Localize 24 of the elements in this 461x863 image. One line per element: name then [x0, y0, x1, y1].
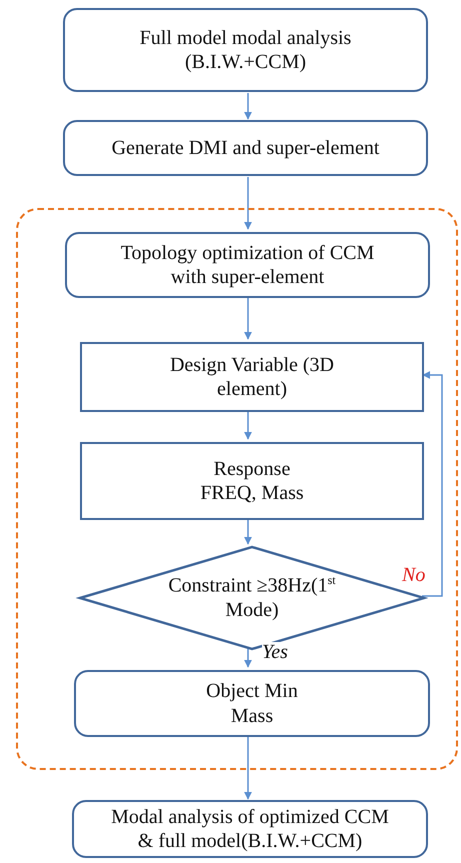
process-box — [74, 670, 430, 737]
box-text: Topology optimization of CCM with super-element — [120, 240, 376, 290]
process-box — [63, 120, 428, 176]
arrow — [244, 519, 252, 545]
process-box — [80, 442, 424, 520]
process-box — [65, 232, 430, 298]
box-text: Constraint ≥38Hz(1$^{st}$ Mode) — [167, 573, 337, 623]
box-text: Response FREQ, Mass — [199, 456, 305, 506]
arrow — [422, 371, 443, 597]
dashed-group-border — [16, 208, 458, 770]
box-text: Modal analysis of optimized CCM & full model(B.I.W.+CCM) — [110, 804, 390, 854]
process-box — [63, 8, 428, 92]
box-text: Design Variable (3D element) — [168, 352, 336, 402]
process-box — [80, 342, 424, 412]
arrow — [244, 411, 252, 440]
arrow — [244, 297, 252, 340]
box-text: Object Min Mass — [205, 679, 299, 728]
box-text: Generate DMI and super-element — [110, 136, 380, 160]
arrow — [244, 736, 252, 800]
arrow — [244, 93, 252, 120]
arrow — [244, 648, 252, 668]
box-text: Full model modal analysis (B.I.W.+CCM) — [138, 26, 352, 74]
process-box — [72, 800, 428, 858]
arrow — [244, 177, 252, 230]
